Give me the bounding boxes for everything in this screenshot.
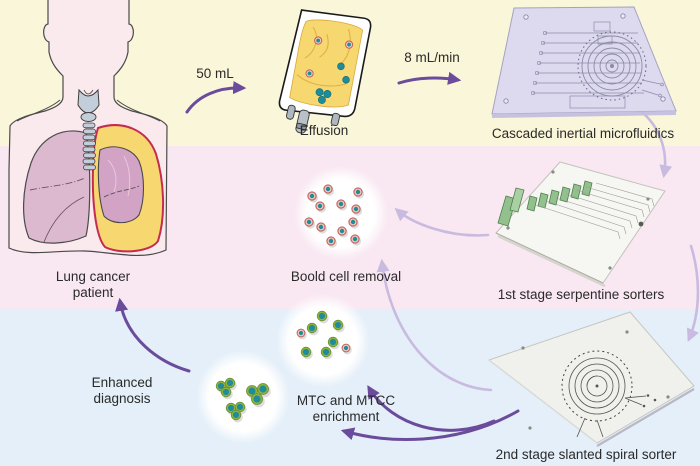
flow-rate-label: 8 mL/min xyxy=(404,50,460,65)
effusion-bag xyxy=(278,9,372,134)
mtc-label-line2: enrichment xyxy=(312,408,380,424)
patient-label: Lung cancer patient xyxy=(56,269,130,300)
diagnosis-label-line1: Enhanced xyxy=(91,375,153,390)
trachea xyxy=(77,88,100,171)
patient-figure xyxy=(8,0,168,256)
mtc-label: MTC and MTCC enrichment xyxy=(297,393,395,424)
patient-label-line2: patient xyxy=(72,284,114,300)
mtc-cells xyxy=(296,310,352,360)
arrow-spiral-to-mtc xyxy=(367,385,496,432)
diagnosis-label: Enhanced diagnosis xyxy=(92,375,153,406)
arrow-patient-to-bag xyxy=(185,81,247,114)
cascaded-device-label: Cascaded inertial microfluidics xyxy=(491,126,675,141)
arrow-spiral-to-cluster xyxy=(340,409,520,442)
arrow-serpentine-to-blood-removal xyxy=(394,207,490,237)
serpentine-device xyxy=(495,161,666,288)
mtc-label-line1: MTC and MTCC xyxy=(296,393,396,408)
cascaded-device xyxy=(491,6,677,118)
arrow-bag-to-cascaded xyxy=(397,71,462,85)
volume-label: 50 mL xyxy=(196,66,234,81)
spiral-device xyxy=(487,311,695,447)
arrow-serpentine-to-spiral xyxy=(686,244,700,342)
left-lung xyxy=(22,130,91,244)
cluster-circle xyxy=(196,350,290,444)
arrow-diagnosis-to-patient xyxy=(115,297,191,373)
blood-cells xyxy=(304,184,365,248)
arrow-spiral-to-blood-removal xyxy=(376,258,493,392)
mtc-circle xyxy=(276,294,370,388)
arrow-cascaded-to-serpentine xyxy=(641,111,673,179)
bag-cells xyxy=(305,36,354,104)
blood-removal-label: Boold cell removal xyxy=(290,269,402,284)
mtcc-clusters xyxy=(215,377,271,423)
serpentine-label: 1st stage serpentine sorters xyxy=(497,287,665,302)
blood-cell-circle xyxy=(294,166,388,260)
bag-ports xyxy=(286,104,341,134)
patient-label-line1: Lung cancer xyxy=(55,269,131,284)
spiral-label: 2nd stage slanted spiral sorter xyxy=(495,447,677,462)
diagnosis-label-line2: diagnosis xyxy=(93,390,151,406)
collapsed-lung xyxy=(97,146,145,224)
effusion-label: Effusion xyxy=(299,123,349,138)
